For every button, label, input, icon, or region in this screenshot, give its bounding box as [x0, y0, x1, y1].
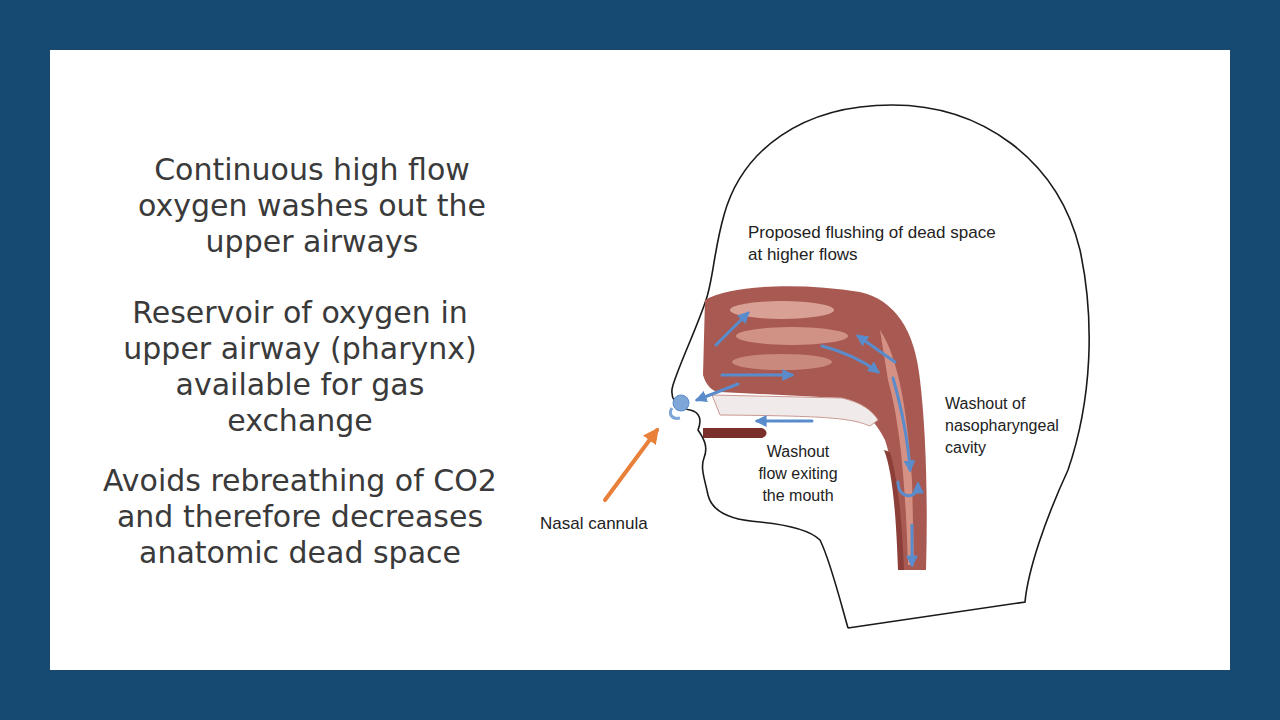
- turbinate: [732, 354, 832, 370]
- cannula-prong: [673, 395, 689, 411]
- palate: [712, 395, 878, 426]
- callout-label: Nasal cannula: [540, 513, 690, 535]
- turbinate: [736, 327, 848, 345]
- callout-label: Proposed flushing of dead space at highe…: [748, 222, 998, 266]
- airway-tissue: [703, 286, 927, 570]
- bullet-text: Avoids rebreathing of CO2 and therefore …: [85, 463, 515, 571]
- larynx: [884, 450, 904, 570]
- flow-arrows: [697, 313, 918, 565]
- bullet-text: Continuous high flow oxygen washes out t…: [132, 152, 492, 260]
- head-outline: [672, 105, 1089, 628]
- mouth-floor: [703, 428, 767, 438]
- callout-label: Washout flow exiting the mouth: [752, 441, 844, 507]
- callout-label: Washout of nasopharyngeal cavity: [945, 393, 1095, 459]
- bullet-text: Reservoir of oxygen in upper airway (pha…: [115, 295, 485, 439]
- pointer-arrow: [605, 430, 657, 500]
